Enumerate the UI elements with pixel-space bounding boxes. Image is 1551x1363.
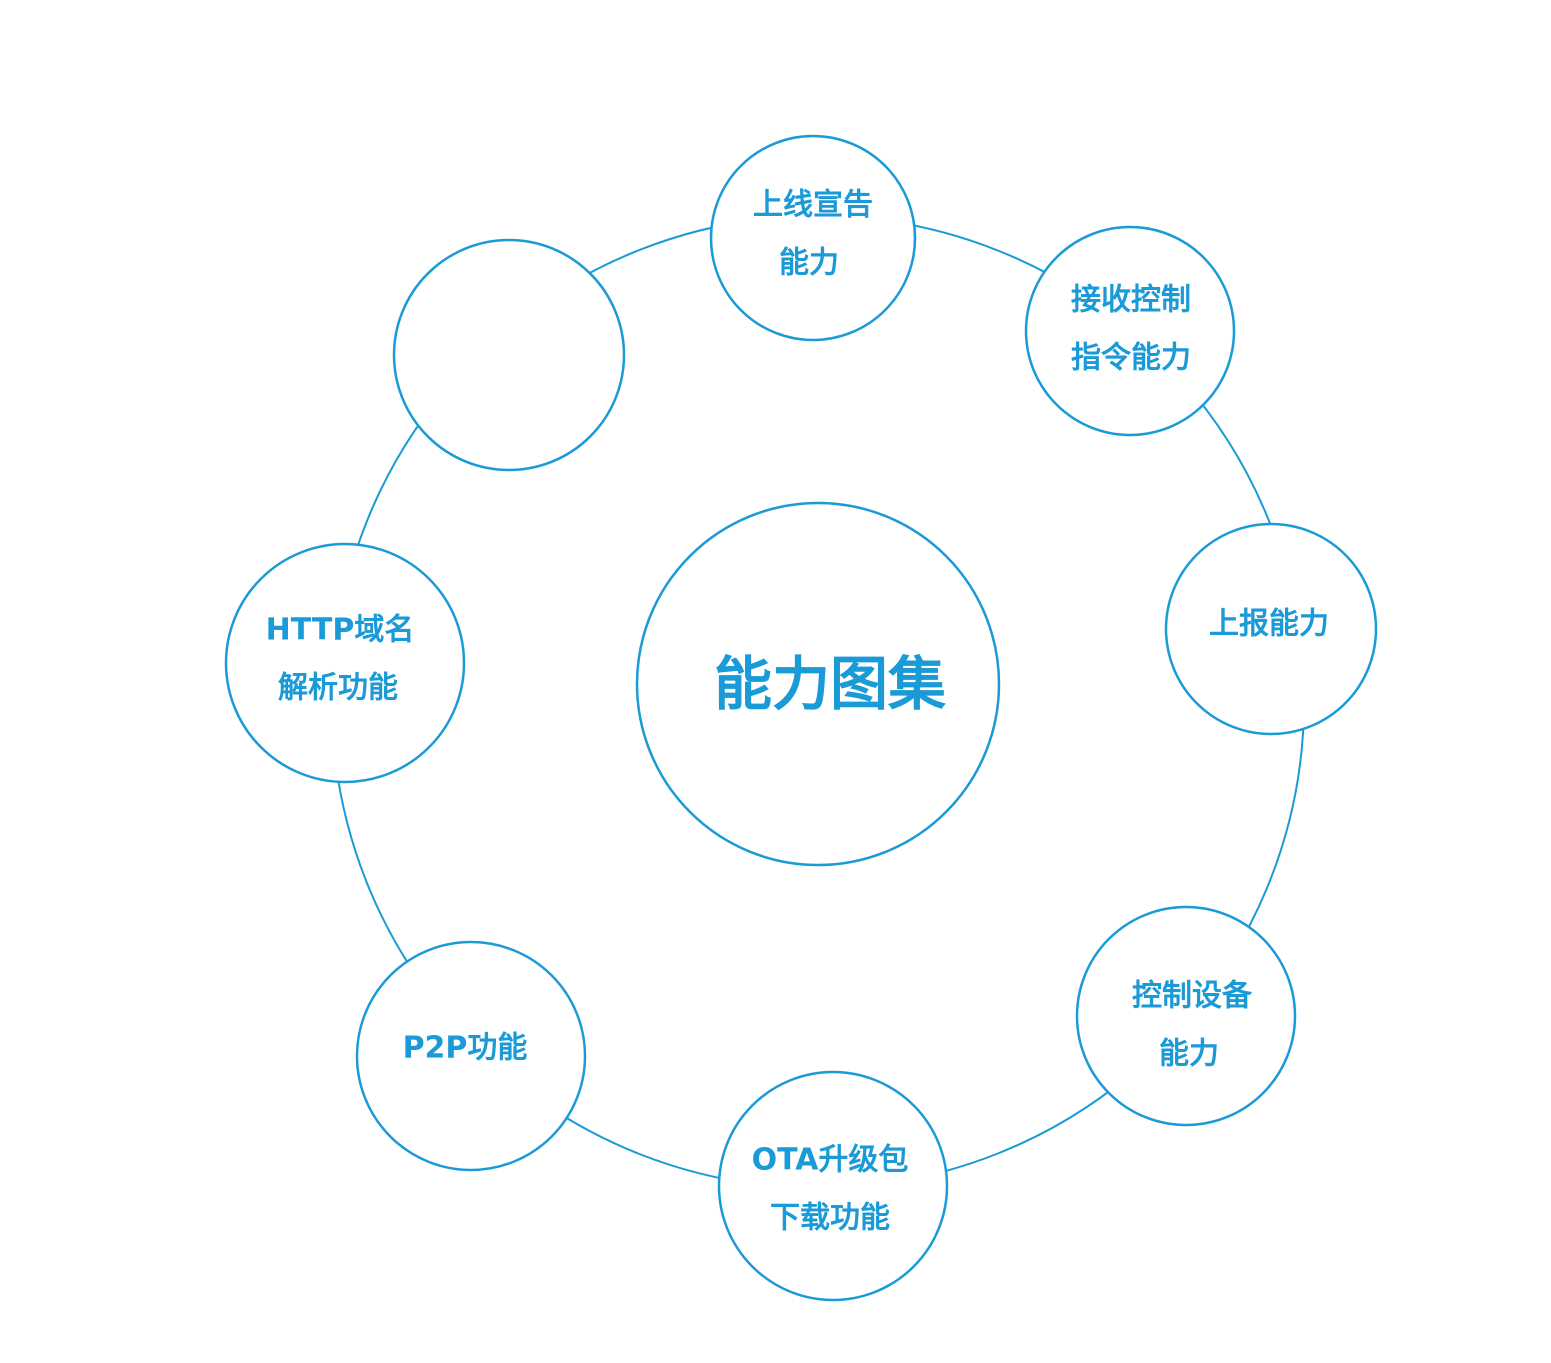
node-online-announce: 上线宣告 能力 [709,134,917,342]
node-label-line: 上线宣告 [753,188,873,223]
center-circle [635,501,1001,867]
node-circle [355,940,587,1172]
center-hub: 能力图集 [635,501,1001,867]
node-label-line: P2P功能 [403,1031,528,1066]
node-p2p: P2P功能 [355,940,587,1172]
node-ota-download: OTA升级包 下载功能 [717,1070,949,1302]
node-circle [717,1070,949,1302]
node-circle [709,134,917,342]
node-circle [1024,225,1236,437]
node-http-dns: HTTP域名 解析功能 [224,542,466,784]
node-label-line: 解析功能 [278,671,398,706]
node-empty [392,238,626,472]
node-receive-control: 接收控制 指令能力 [1024,225,1236,437]
node-label-line: 接收控制 [1071,283,1191,318]
node-label-line: 控制设备 [1132,979,1253,1014]
node-report: 上报能力 [1164,522,1378,736]
node-label-line: HTTP域名 [266,613,415,648]
node-label-line: 指令能力 [1071,341,1191,376]
node-circle [1164,522,1378,736]
node-circle [392,238,626,472]
node-label-line: 下载功能 [770,1201,890,1236]
center-label: 能力图集 [714,650,946,718]
node-label-line: OTA升级包 [752,1143,909,1178]
node-label-line: 上报能力 [1209,607,1329,642]
node-circle [224,542,466,784]
node-circle [1075,905,1297,1127]
node-label-line: 能力 [1159,1037,1219,1072]
node-label-line: 能力 [779,246,839,281]
node-control-device: 控制设备 能力 [1075,905,1297,1127]
